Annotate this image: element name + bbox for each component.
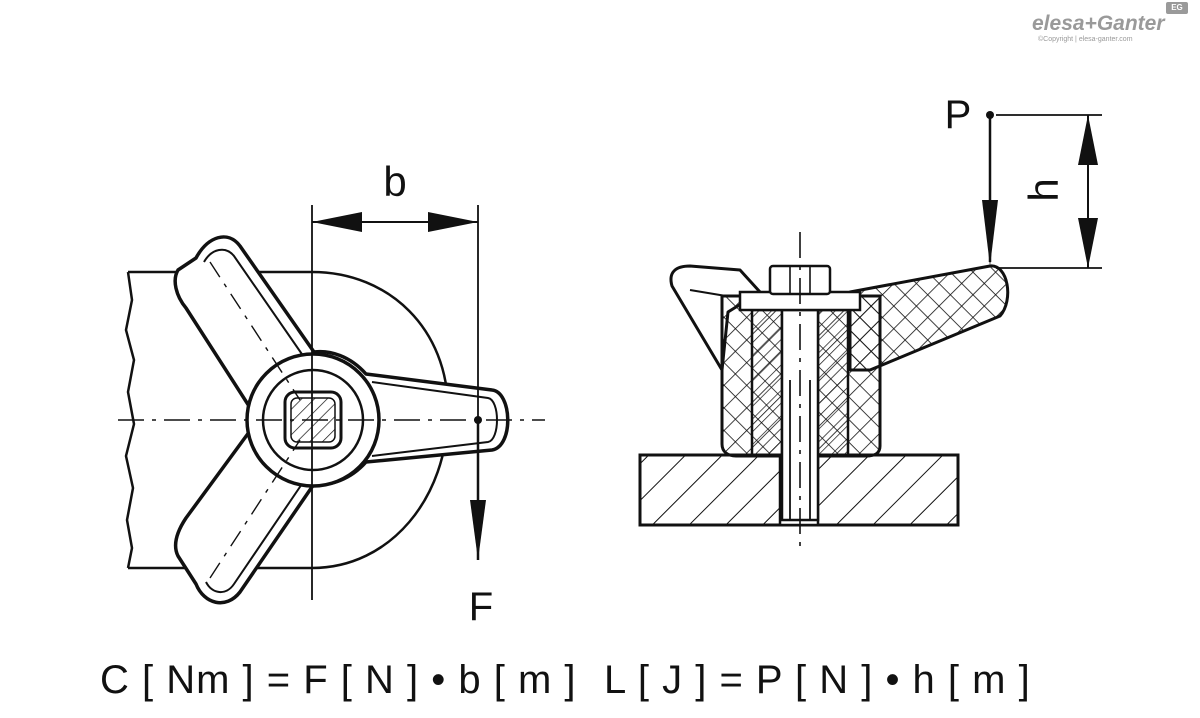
dimension-b-label: b xyxy=(383,158,406,205)
dim-arrow-left xyxy=(312,212,362,232)
force-arrow-f xyxy=(470,500,486,560)
insert-left xyxy=(750,308,784,458)
brand-name: elesa+Ganter xyxy=(1032,12,1165,35)
brand-badge: EG xyxy=(1166,2,1188,14)
h-arrow-bottom xyxy=(1078,218,1098,268)
force-arrow-p xyxy=(982,200,998,266)
brand-copyright: ©Copyright | elesa-ganter.com xyxy=(1038,36,1133,43)
force-f-label: F xyxy=(469,585,493,629)
insert-right xyxy=(816,308,850,458)
wing-left-inner xyxy=(689,289,727,297)
dimension-h-label: h xyxy=(1020,178,1067,201)
force-p-label: P xyxy=(945,93,972,137)
knob-section-view: P h xyxy=(638,93,1102,548)
torque-formula: C [ Nm ] = F [ N ] • b [ m ] xyxy=(100,658,577,702)
h-arrow-top xyxy=(1078,115,1098,165)
arm-axis-lower xyxy=(209,439,301,579)
brand-logo: elesa+Ganter ©Copyright | elesa-ganter.c… xyxy=(1032,2,1192,48)
arm-axis-upper xyxy=(209,261,301,401)
knob-top-view: b F xyxy=(118,158,545,629)
dim-arrow-right xyxy=(428,212,478,232)
wing-right xyxy=(848,264,1010,372)
impact-formula: L [ J ] = P [ N ] • h [ m ] xyxy=(604,658,1031,702)
